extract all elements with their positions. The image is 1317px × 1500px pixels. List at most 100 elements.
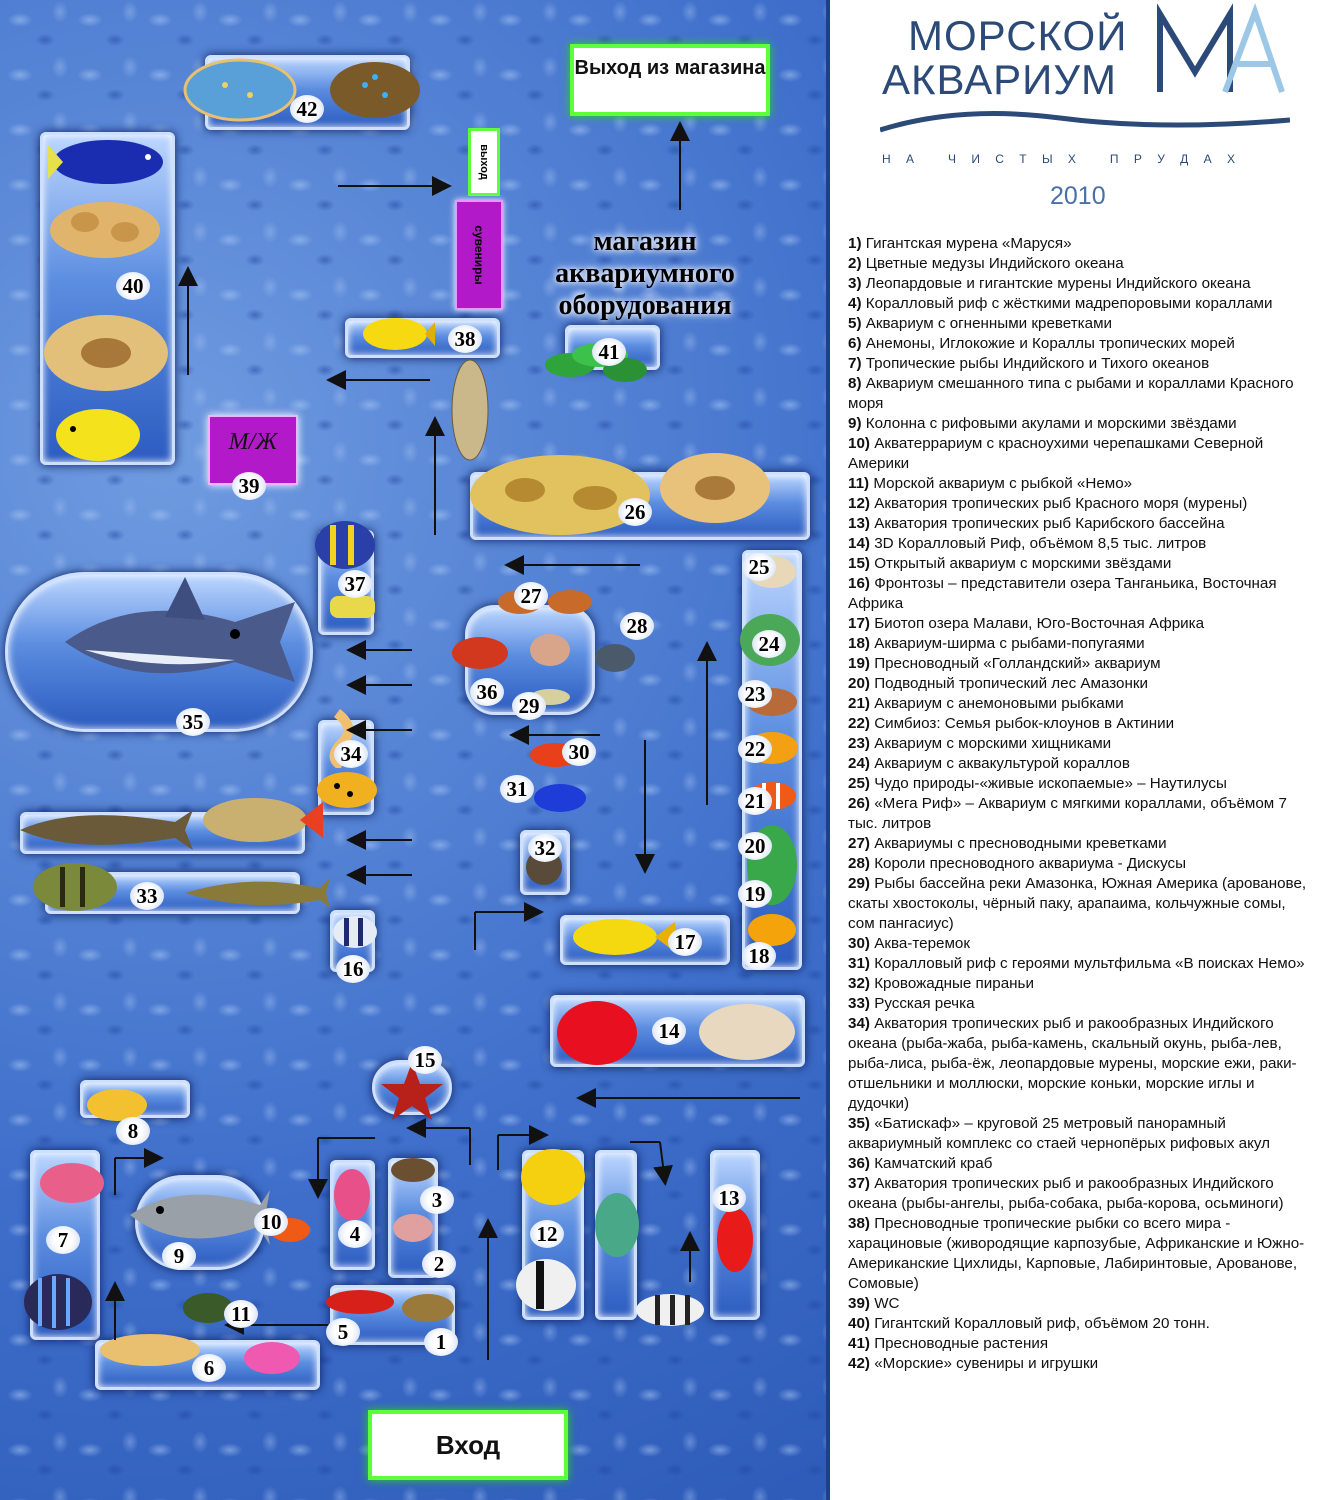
legend-item-number: 21) — [848, 695, 870, 712]
ma-logo-icon — [1157, 3, 1285, 94]
marker-18[interactable]: 18 — [742, 942, 776, 970]
legend-item-number: 40) — [848, 1315, 870, 1332]
exit-sign[interactable]: Выход из магазина — [570, 44, 770, 116]
marker-13[interactable]: 13 — [712, 1184, 746, 1212]
marker-14[interactable]: 14 — [652, 1017, 686, 1045]
marker-37[interactable]: 37 — [338, 570, 372, 598]
marker-34[interactable]: 34 — [334, 740, 368, 768]
legend-item-number: 16) — [848, 575, 870, 592]
legend-item-text: Аквариум смешанного типа с рыбами и кора… — [848, 375, 1294, 412]
legend-item: 34) Акватория тропических рыб и ракообра… — [848, 1014, 1313, 1114]
reef-shark-icon — [130, 1190, 270, 1245]
red-squirrelfish-icon — [717, 1208, 753, 1272]
marker-41[interactable]: 41 — [592, 338, 626, 366]
marker-39[interactable]: 39 — [232, 472, 266, 500]
legend-item: 29) Рыбы бассейна реки Амазонка, Южная А… — [848, 874, 1313, 934]
legend-item: 23) Аквариум с морскими хищниками — [848, 734, 1313, 754]
marker-12[interactable]: 12 — [530, 1220, 564, 1248]
legend-item-number: 1) — [848, 235, 862, 252]
legend-item-text: Цветные медузы Индийского океана — [865, 255, 1124, 272]
yellow-cichlid-icon — [363, 318, 435, 350]
marker-31[interactable]: 31 — [500, 775, 534, 803]
legend-item-text: Подводный тропический лес Амазонки — [874, 675, 1149, 692]
legend-item-number: 7) — [848, 355, 862, 372]
marker-4[interactable]: 4 — [338, 1220, 372, 1248]
marker-9[interactable]: 9 — [162, 1242, 196, 1270]
legend-item-number: 36) — [848, 1155, 870, 1172]
marker-29[interactable]: 29 — [512, 692, 546, 720]
legend-item-number: 22) — [848, 715, 870, 732]
legend-item-number: 10) — [848, 435, 870, 452]
marker-32[interactable]: 32 — [528, 834, 562, 862]
marker-27[interactable]: 27 — [514, 582, 548, 610]
legend-item: 40) Гигантский Коралловый риф, объёмом 2… — [848, 1314, 1313, 1334]
marker-8[interactable]: 8 — [116, 1117, 150, 1145]
legend-item-number: 2) — [848, 255, 862, 272]
marker-38[interactable]: 38 — [448, 325, 482, 353]
brand-line-2: АКВАРИУМ — [882, 56, 1117, 103]
marker-11[interactable]: 11 — [224, 1300, 258, 1328]
marker-5[interactable]: 5 — [326, 1318, 360, 1346]
legend-item-text: Морской аквариум с рыбкой «Немо» — [873, 475, 1133, 492]
marker-1[interactable]: 1 — [424, 1328, 458, 1356]
marker-16[interactable]: 16 — [336, 955, 370, 983]
marker-15[interactable]: 15 — [408, 1046, 442, 1074]
legend-item: 12) Акватория тропических рыб Красного м… — [848, 494, 1313, 514]
marker-24[interactable]: 24 — [752, 630, 786, 658]
legend-item: 24) Аквариум с аквакультурой кораллов — [848, 754, 1313, 774]
marker-23[interactable]: 23 — [738, 680, 772, 708]
marker-25[interactable]: 25 — [742, 553, 776, 581]
legend-item-number: 11) — [848, 475, 870, 492]
marker-36[interactable]: 36 — [470, 678, 504, 706]
marker-30[interactable]: 30 — [562, 738, 596, 766]
jellyfish-icon — [530, 634, 570, 666]
legend-item-number: 5) — [848, 315, 862, 332]
entrance-sign[interactable]: Вход — [368, 1410, 568, 1480]
marker-2[interactable]: 2 — [422, 1250, 456, 1278]
legend-item: 35) «Батискаф» – круговой 25 метровый па… — [848, 1114, 1313, 1154]
marker-22[interactable]: 22 — [738, 735, 772, 763]
marker-20[interactable]: 20 — [738, 832, 772, 860]
marker-10[interactable]: 10 — [254, 1208, 288, 1236]
legend-item-text: Акватеррариум с красноухими черепашками … — [848, 435, 1264, 472]
legend-item-text: WC — [874, 1295, 900, 1312]
coral-icon — [50, 202, 160, 258]
legend-item-text: Аквариум с морскими хищниками — [874, 735, 1112, 752]
marker-3[interactable]: 3 — [420, 1186, 454, 1214]
legend-item: 11) Морской аквариум с рыбкой «Немо» — [848, 474, 1313, 494]
legend-item: 17) Биотоп озера Малави, Юго-Восточная А… — [848, 614, 1313, 634]
legend-item-number: 30) — [848, 935, 870, 952]
legend-item: 41) Пресноводные растения — [848, 1334, 1313, 1354]
grouper-icon — [595, 1193, 639, 1257]
legend-item-number: 38) — [848, 1215, 870, 1232]
legend-item: 2) Цветные медузы Индийского океана — [848, 254, 1313, 274]
legend-item: 4) Коралловый риф с жёсткими мадрепоровы… — [848, 294, 1313, 314]
soft-coral-icon — [470, 455, 650, 535]
marker-26[interactable]: 26 — [618, 498, 652, 526]
legend-item-number: 37) — [848, 1175, 870, 1192]
legend-item: 37) Акватория тропических рыб и ракообра… — [848, 1174, 1313, 1214]
coral-rubble-icon — [100, 1334, 200, 1366]
pink-anemone-icon — [244, 1342, 300, 1374]
marker-33[interactable]: 33 — [130, 882, 164, 910]
moray-icon — [391, 1158, 435, 1182]
marker-17[interactable]: 17 — [668, 928, 702, 956]
marker-19[interactable]: 19 — [738, 880, 772, 908]
legend-item-text: Тропические рыбы Индийского и Тихого оке… — [865, 355, 1210, 372]
marker-21[interactable]: 21 — [738, 787, 772, 815]
jellyfish-icon-2 — [393, 1214, 433, 1242]
legend-item-number: 26) — [848, 795, 870, 812]
legend-item: 6) Анемоны, Иглокожие и Кораллы тропичес… — [848, 334, 1313, 354]
marker-7[interactable]: 7 — [46, 1226, 80, 1254]
legend-item-text: Коралловый риф с жёсткими мадрепоровыми … — [865, 295, 1273, 312]
marker-42[interactable]: 42 — [290, 95, 324, 123]
legend-item: 21) Аквариум с анемоновыми рыбками — [848, 694, 1313, 714]
marker-40[interactable]: 40 — [116, 272, 150, 300]
marker-28[interactable]: 28 — [620, 612, 654, 640]
marker-35[interactable]: 35 — [176, 708, 210, 736]
legend-item-text: Коралловый риф с героями мультфильма «В … — [874, 955, 1305, 972]
legend-item: 13) Акватория тропических рыб Карибского… — [848, 514, 1313, 534]
stingray-icon — [183, 58, 297, 122]
legend-item-number: 29) — [848, 875, 870, 892]
marker-6[interactable]: 6 — [192, 1354, 226, 1382]
